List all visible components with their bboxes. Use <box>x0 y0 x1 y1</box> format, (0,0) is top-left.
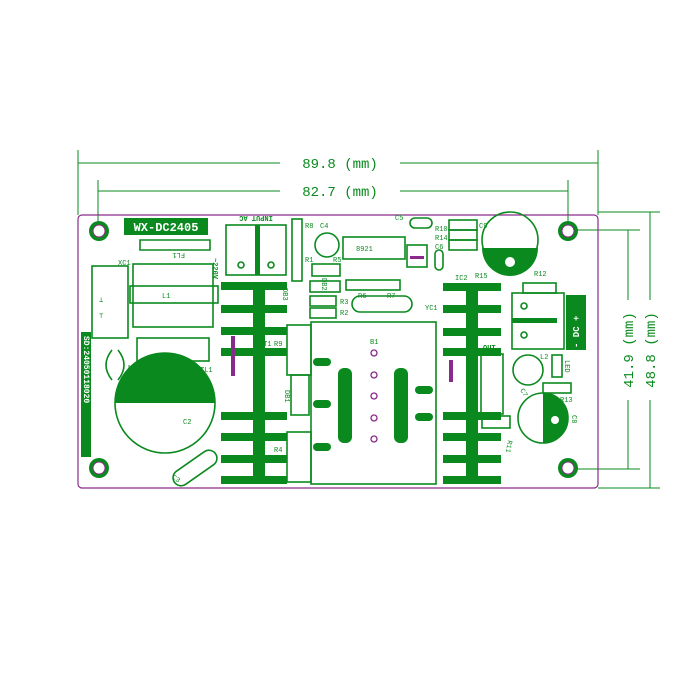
mounting-holes <box>89 221 578 478</box>
voltage-label: ~220V <box>210 258 218 280</box>
dimension-height-total: 48.8 (mm) <box>598 211 660 489</box>
component-label: BT1 <box>259 341 272 349</box>
svg-text:⊤: ⊤ <box>99 313 103 321</box>
component-labels: XC1 FL1 L1 ZL1 C2 C3 N R8 C4 R1 R5 DB3 D… <box>118 215 577 485</box>
component-label: DB2 <box>319 278 327 291</box>
component-label: L1 <box>162 293 170 301</box>
component-label: L2 <box>540 354 548 362</box>
heatsink-left <box>221 282 287 484</box>
component-label: C9 <box>479 223 487 231</box>
component-label: C6 <box>435 244 443 252</box>
component-label: R1 <box>305 257 313 265</box>
input-ac-label: INPUT AC <box>239 213 273 221</box>
component-label: ZL1 <box>200 367 213 375</box>
component-label: R10 <box>435 226 448 234</box>
component-label: C7 <box>517 388 528 399</box>
dimension-label: 48.8 (mm) <box>644 312 660 388</box>
component-label: R3 <box>340 299 348 307</box>
component-label: N <box>128 365 132 373</box>
dimension-label: 41.9 (mm) <box>622 312 638 388</box>
component-label: R2 <box>340 310 348 318</box>
out-label: OUT <box>483 345 496 353</box>
component-label: R12 <box>534 271 547 279</box>
component-label: XC1 <box>118 260 131 268</box>
dimension-width-holes: 82.7 (mm) <box>97 180 569 230</box>
component-label: R11 <box>503 439 513 453</box>
dimension-label: 82.7 (mm) <box>302 185 378 201</box>
component-label: R8 <box>305 223 313 231</box>
component-label: DB1 <box>282 390 290 403</box>
component-label: R14 <box>435 235 448 243</box>
svg-text:⊥: ⊥ <box>99 297 103 305</box>
component-label: 8921 <box>356 246 373 254</box>
component-label: R13 <box>560 397 573 405</box>
component-label: FL1 <box>172 250 185 258</box>
component-label: C4 <box>320 223 328 231</box>
component-label: IC2 <box>455 275 468 283</box>
dimension-height-holes: 41.9 (mm) <box>568 229 640 470</box>
component-label: C2 <box>183 419 191 427</box>
component-label: R6 <box>358 293 366 301</box>
dimension-label: 89.8 (mm) <box>302 157 378 173</box>
component-label: DB3 <box>280 288 288 301</box>
board-outline <box>77 214 599 489</box>
component-label: R5 <box>333 257 341 265</box>
component-label: R4 <box>274 447 282 455</box>
dimension-width-total: 89.8 (mm) <box>77 150 599 215</box>
component-label: C5 <box>395 215 403 223</box>
component-label: LED <box>562 360 570 373</box>
component-label: B1 <box>370 339 378 347</box>
component-label: R15 <box>475 273 488 281</box>
component-label: C8 <box>569 415 577 423</box>
component-label: R9 <box>274 341 282 349</box>
transformer <box>310 321 437 485</box>
dc-label: - DC + <box>572 316 582 348</box>
model-badge <box>124 218 208 235</box>
component-label: R7 <box>387 293 395 301</box>
model-label: WX-DC2405 <box>134 221 199 235</box>
component-label: C3 <box>170 474 181 485</box>
heatsink-right <box>443 283 501 484</box>
serial-label: SD:24050118020 <box>81 336 90 403</box>
component-label: YC1 <box>425 305 438 313</box>
